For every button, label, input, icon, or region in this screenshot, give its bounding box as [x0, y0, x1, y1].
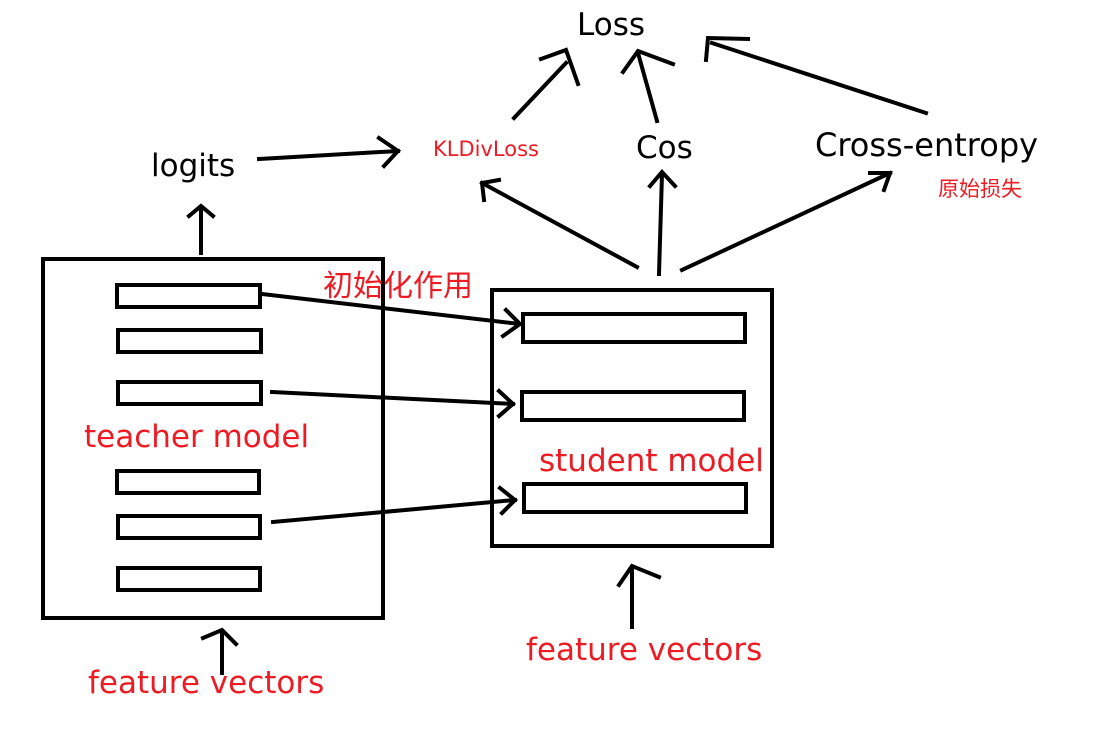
original-loss-label: 原始损失 [938, 177, 1022, 201]
teacher-feature-vectors-label: feature vectors [88, 665, 325, 701]
cos-label: Cos [636, 130, 693, 166]
teacher-model-label: teacher model [84, 419, 310, 455]
student-model-label: student model [539, 443, 764, 479]
teacher-feature-bar-1 [115, 283, 262, 309]
init-effect-label: 初始化作用 [323, 269, 473, 304]
student-to-cross-entropy-arrow [679, 170, 893, 273]
student-feature-vectors-label: feature vectors [526, 632, 763, 668]
transfer-arrow-2 [269, 388, 517, 419]
teacher-feature-bar-5 [116, 514, 262, 540]
student-to-kldivloss-arrow [479, 177, 640, 270]
student-to-cos-arrow [647, 168, 678, 277]
student-input-arrow [616, 563, 662, 629]
cross-entropy-label: Cross-entropy [815, 126, 1039, 164]
teacher-feature-bar-6 [116, 566, 262, 592]
kldivloss-to-loss-arrow [511, 47, 581, 121]
loss-label: Loss [577, 7, 645, 43]
teacher-model-box [41, 257, 385, 620]
student-feature-bar-2 [520, 390, 746, 422]
teacher-feature-bar-2 [116, 328, 263, 354]
logits-label: logits [151, 148, 236, 184]
teacher-input-arrow [200, 627, 239, 675]
cross-entropy-to-loss-arrow [703, 35, 929, 116]
teacher-feature-bar-4 [115, 469, 261, 495]
kldivloss-label: KLDivLoss [433, 137, 539, 161]
student-feature-bar-1 [521, 312, 747, 344]
transfer-arrow-1 [259, 291, 524, 339]
student-feature-bar-3 [522, 482, 748, 514]
student-model-box [490, 288, 774, 548]
teacher-to-logits-arrow [186, 203, 216, 255]
transfer-arrow-3 [270, 485, 518, 525]
logits-to-kldivloss-arrow [256, 135, 402, 169]
cos-to-loss-arrow [620, 48, 676, 124]
teacher-feature-bar-3 [116, 380, 263, 406]
